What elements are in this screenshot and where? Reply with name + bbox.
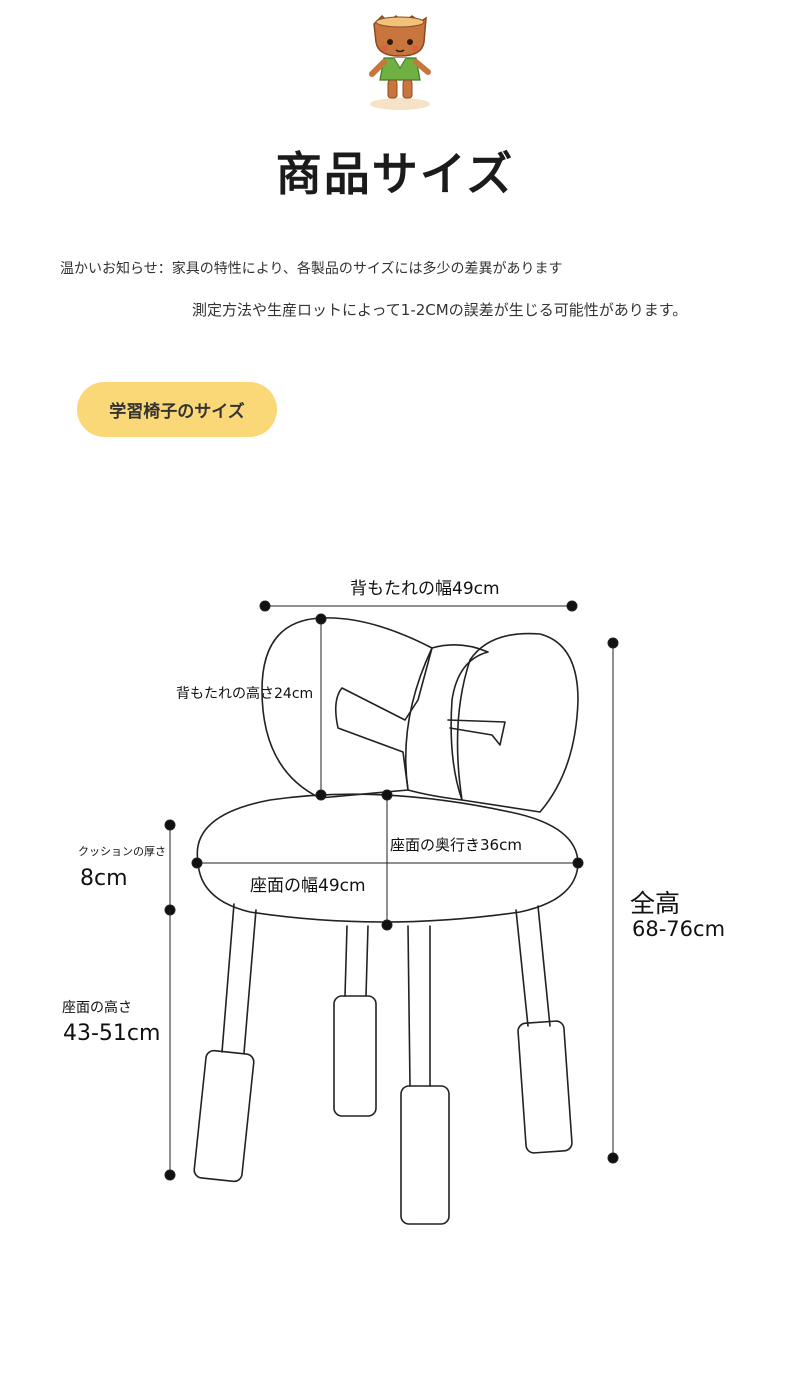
foot-cap-back-right [517,1020,573,1154]
dim-point [607,1152,619,1164]
label-backrest-height: 背もたれの高さ24cm [176,686,314,702]
dim-point [315,613,327,625]
backrest-right-lobe [456,632,579,813]
section-label-pill: 学習椅子のサイズ [77,382,277,437]
backrest-ribbon-tail [447,719,506,746]
dim-point [381,789,393,801]
leg-back-left [344,925,369,997]
label-seat-width: 座面の幅49cm [250,876,366,896]
value-total-height: 68-76cm [632,917,726,941]
dim-point [607,637,619,649]
backrest-bow-knot [404,644,489,801]
leg-front-right [407,925,431,1087]
tree-mascot-icon [369,14,431,110]
notice-line-2: 測定方法や生産ロットによって1-2CMの誤差が生じる可能性があります。 [192,301,688,319]
page-title: 商品サイズ [275,147,515,201]
dim-point [381,919,393,931]
label-seat-depth: 座面の奥行き36cm [390,836,522,854]
leg-back-right [515,905,551,1027]
foot-cap-front-right [400,1085,450,1225]
chair-diagram [164,600,619,1225]
label-backrest-width: 背もたれの幅49cm [350,579,500,599]
dim-point [191,857,203,869]
dim-point [259,600,271,612]
dim-point [315,789,327,801]
label-seat-height: 座面の高さ [62,1000,132,1016]
dim-point [164,819,176,831]
dim-point [572,857,584,869]
value-cushion-thickness: 8cm [80,866,128,891]
label-total-height: 全高 [630,889,681,918]
section-label: 学習椅子のサイズ [109,402,245,422]
dim-point [566,600,578,612]
dim-point [164,1169,176,1181]
seat-cushion [196,793,579,923]
foot-cap-back-left [333,995,377,1117]
notice-line-1: 温かいお知らせ：家具の特性により、各製品のサイズには多少の差異があります [60,261,563,277]
foot-cap-front-left [193,1049,255,1183]
value-seat-height: 43-51cm [63,1021,161,1046]
label-cushion-thickness: クッションの厚さ [78,845,166,858]
leg-front-left [221,903,257,1054]
